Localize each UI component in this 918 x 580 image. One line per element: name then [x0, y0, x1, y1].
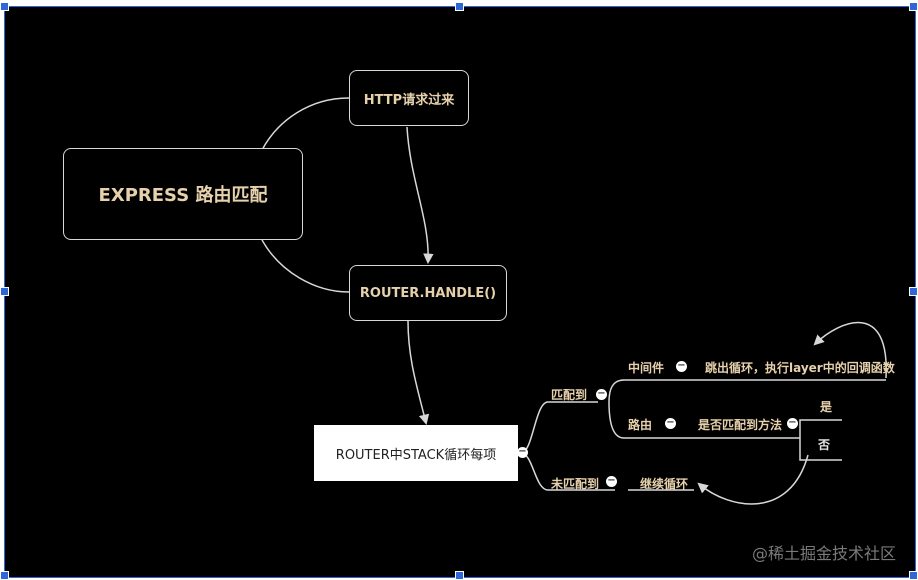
- label-matched: 匹配到: [551, 388, 588, 402]
- link-stack-notmatched: [520, 452, 549, 491]
- node-router-handle[interactable]: ROUTER.HANDLE(): [349, 265, 507, 321]
- label-method-check: 是否匹配到方法: [698, 418, 783, 432]
- resize-handle-middle-right[interactable]: [909, 287, 918, 296]
- minus-circle-icon[interactable]: −: [676, 360, 687, 372]
- label-yes: 是: [820, 400, 833, 414]
- resize-handle-top-right[interactable]: [909, 2, 918, 11]
- label-middleware-action: 跳出循环，执行layer中的回调函数: [705, 361, 895, 375]
- label-continue-loop: 继续循环: [640, 477, 689, 491]
- label-not-matched: 未匹配到: [551, 477, 600, 491]
- arrow-loop-middleware: [813, 321, 887, 379]
- minus-circle-icon[interactable]: −: [787, 417, 798, 429]
- label-route: 路由: [628, 418, 653, 432]
- node-stack-loop[interactable]: ROUTER中STACK循环每项: [314, 425, 518, 481]
- minus-circle-icon[interactable]: −: [517, 446, 528, 458]
- resize-handle-middle-left[interactable]: [0, 287, 9, 296]
- resize-handle-bottom-center[interactable]: [455, 571, 464, 580]
- label-middleware: 中间件: [628, 361, 665, 375]
- arrow-http-handle: [406, 126, 434, 265]
- node-root[interactable]: EXPRESS 路由匹配: [63, 148, 303, 240]
- arrow-handle-stack: [407, 320, 430, 426]
- resize-handle-bottom-right[interactable]: [909, 571, 918, 580]
- link-root-handle: [261, 239, 350, 293]
- yes-no-box: [799, 419, 842, 461]
- link-matched-route: [608, 401, 625, 439]
- minus-circle-icon[interactable]: −: [665, 417, 676, 429]
- link-matched-middleware: [608, 379, 625, 403]
- minus-circle-icon[interactable]: −: [606, 475, 617, 487]
- arrow-no-continue: [697, 454, 809, 505]
- resize-handle-top-left[interactable]: [0, 2, 9, 11]
- minus-circle-icon[interactable]: −: [596, 388, 607, 400]
- label-no: 否: [818, 438, 831, 452]
- resize-handle-bottom-left[interactable]: [0, 571, 9, 580]
- link-root-http: [261, 97, 350, 151]
- node-http-request[interactable]: HTTP请求过来: [349, 70, 469, 126]
- watermark: @稀土掘金技术社区: [751, 544, 896, 563]
- resize-handle-top-center[interactable]: [455, 2, 464, 11]
